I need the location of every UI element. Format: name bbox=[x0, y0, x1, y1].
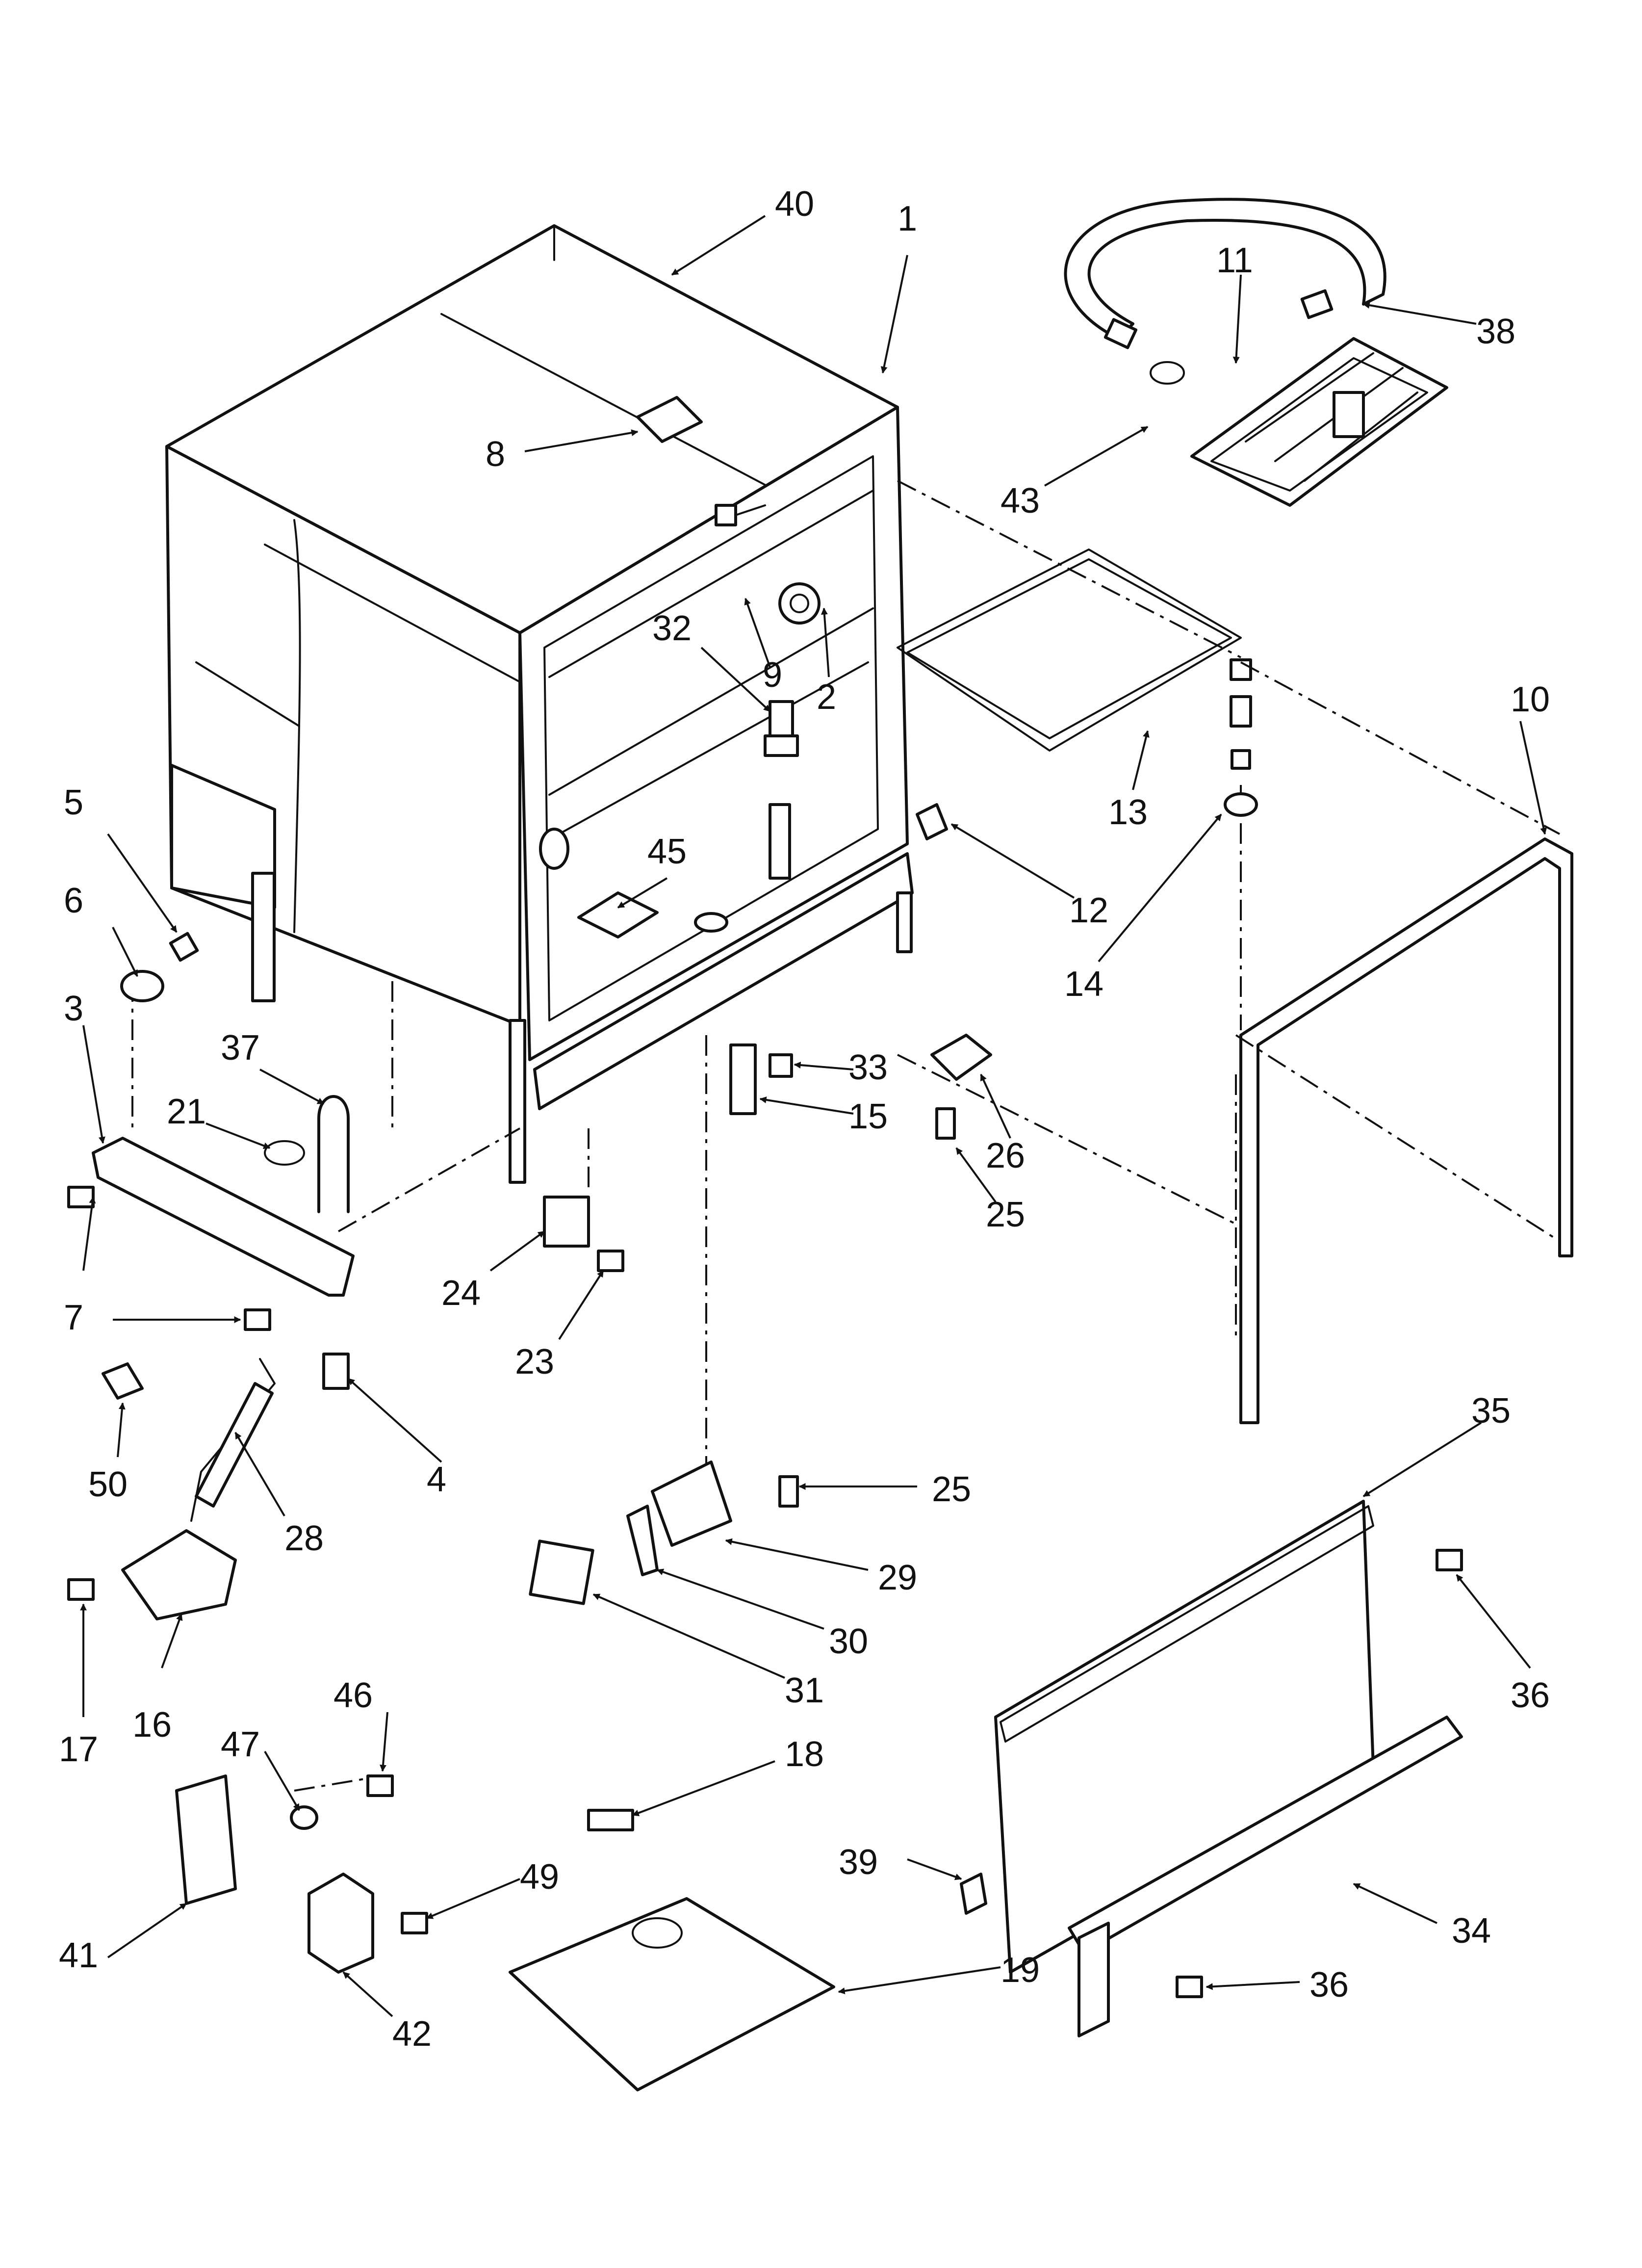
callout-8: 8 bbox=[486, 435, 505, 474]
callout-10: 10 bbox=[1511, 680, 1550, 719]
callout-16: 16 bbox=[132, 1705, 172, 1745]
tub-frame-part-10 bbox=[1239, 837, 1573, 1424]
tub-assembly bbox=[165, 224, 914, 1184]
door-seal-part-13 bbox=[897, 548, 1252, 770]
callout-45: 45 bbox=[647, 832, 687, 871]
callout-23: 23 bbox=[515, 1342, 554, 1382]
callout-2: 2 bbox=[817, 678, 836, 717]
callout-5: 5 bbox=[64, 783, 83, 822]
callout-47: 47 bbox=[221, 1725, 260, 1764]
callout-43: 43 bbox=[1001, 481, 1040, 521]
vent-part-32 bbox=[764, 700, 799, 880]
callout-28: 28 bbox=[284, 1519, 324, 1558]
callout-36-upper: 36 bbox=[1511, 1676, 1550, 1715]
callout-19: 19 bbox=[1001, 1951, 1040, 1990]
callout-26: 26 bbox=[986, 1136, 1025, 1175]
callout-40: 40 bbox=[775, 184, 814, 224]
callout-37: 37 bbox=[221, 1028, 260, 1068]
callout-46: 46 bbox=[334, 1676, 373, 1715]
callout-9: 9 bbox=[763, 655, 782, 695]
callout-7: 7 bbox=[64, 1298, 83, 1337]
knob-part-2 bbox=[778, 582, 821, 625]
callout-39: 39 bbox=[839, 1843, 878, 1882]
callout-3: 3 bbox=[64, 989, 83, 1028]
callout-17: 17 bbox=[59, 1730, 98, 1769]
callout-25-lower: 25 bbox=[932, 1470, 971, 1509]
callout-25-upper: 25 bbox=[986, 1195, 1025, 1234]
callout-29: 29 bbox=[878, 1558, 917, 1597]
callout-35: 35 bbox=[1471, 1391, 1511, 1431]
callout-13: 13 bbox=[1108, 793, 1148, 832]
callout-36-lower: 36 bbox=[1309, 1965, 1349, 2005]
callout-labels: 40 1 8 9 2 32 11 38 43 10 13 12 14 45 33… bbox=[59, 184, 1550, 2054]
callout-30: 30 bbox=[829, 1622, 868, 1661]
callout-4: 4 bbox=[427, 1460, 446, 1499]
callout-41: 41 bbox=[59, 1936, 98, 1975]
small-parts bbox=[67, 396, 1463, 2091]
drain-hose-part-38 bbox=[1064, 198, 1386, 349]
callout-14: 14 bbox=[1064, 965, 1103, 1004]
callout-18: 18 bbox=[785, 1735, 824, 1774]
callout-1: 1 bbox=[898, 199, 917, 238]
callout-32: 32 bbox=[652, 609, 692, 648]
callout-12: 12 bbox=[1069, 891, 1108, 930]
callout-11: 11 bbox=[1216, 241, 1253, 280]
callout-6: 6 bbox=[64, 881, 83, 920]
callout-34: 34 bbox=[1452, 1911, 1491, 1951]
callout-38: 38 bbox=[1476, 312, 1515, 351]
callout-49: 49 bbox=[520, 1857, 559, 1897]
callout-50: 50 bbox=[88, 1465, 128, 1504]
callout-24: 24 bbox=[441, 1274, 481, 1313]
callout-42: 42 bbox=[392, 2014, 432, 2054]
filter-screen-part-11 bbox=[1190, 337, 1448, 507]
callout-31: 31 bbox=[785, 1671, 824, 1710]
screw-part-9 bbox=[715, 504, 766, 526]
callout-15: 15 bbox=[848, 1097, 888, 1136]
assembly-lines bbox=[131, 480, 1561, 1792]
leader-lines bbox=[80, 215, 1547, 2017]
hose-clamp-part-43 bbox=[1150, 361, 1185, 385]
callout-33: 33 bbox=[848, 1048, 888, 1087]
callout-21: 21 bbox=[167, 1092, 206, 1131]
